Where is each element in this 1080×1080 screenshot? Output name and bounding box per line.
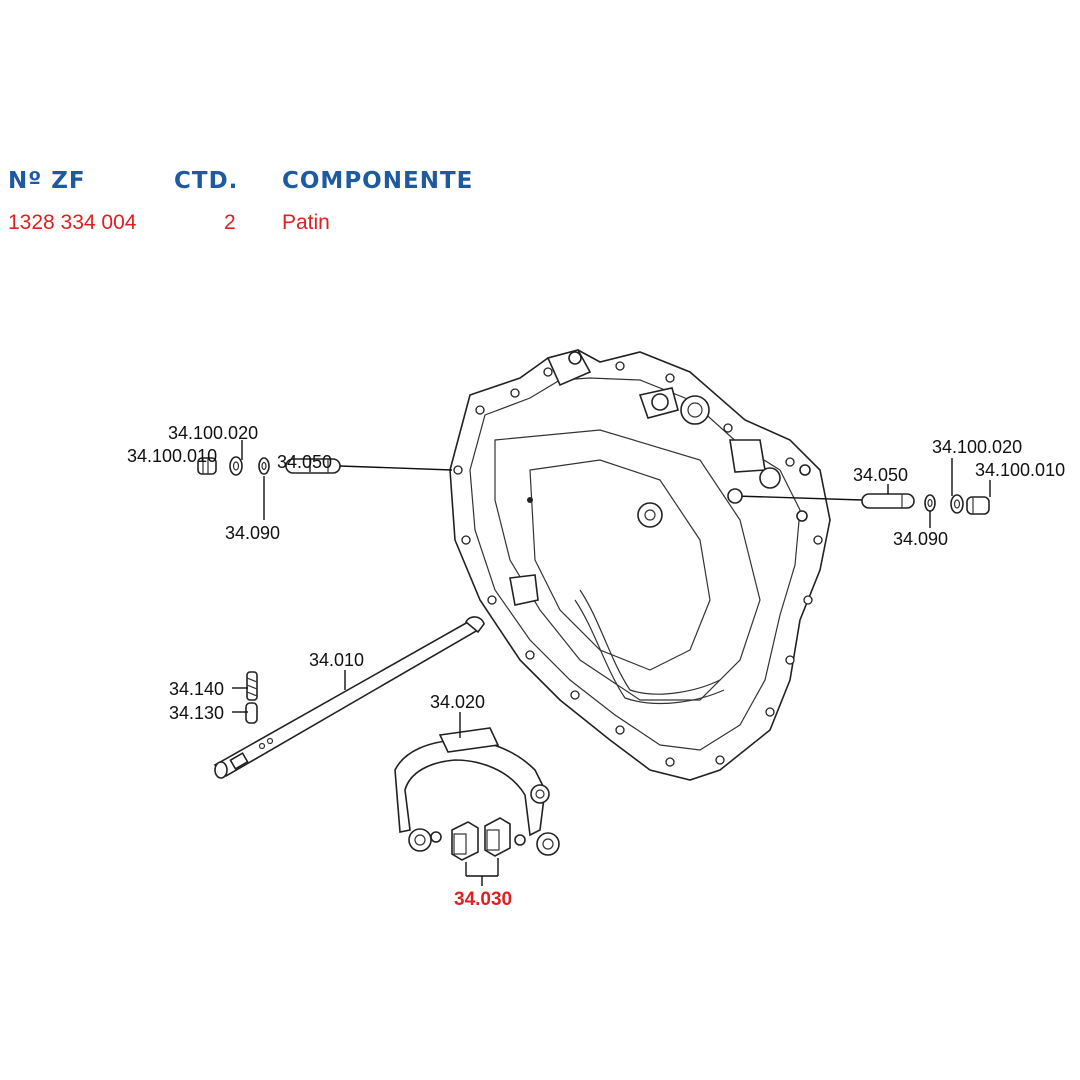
callout-left-34-090: 34.090 — [225, 523, 280, 543]
callout-pin-34-140: 34.140 — [169, 679, 224, 699]
housing-bore — [727, 488, 743, 504]
shift-fork-34-020 — [394, 727, 560, 856]
right-assembly-line — [734, 495, 863, 501]
quantity-value: 2 — [224, 211, 236, 234]
left-plug-34-100-010 — [197, 457, 217, 475]
part-number-value: 1328 334 004 — [8, 211, 137, 234]
callout-left-34-100-010: 34.100.010 — [127, 446, 217, 466]
callout-left-34-050: 34.050 — [277, 452, 332, 472]
right-ring-34-100-020 — [950, 494, 964, 514]
callout-pin-34-130: 34.130 — [169, 703, 224, 723]
callout-right-34-100-010: 34.100.010 — [975, 460, 1065, 480]
callout-left-34-100-020: 34.100.020 — [168, 423, 258, 443]
right-plug-34-100-010 — [966, 496, 990, 515]
spring-pin-34-140 — [246, 671, 258, 701]
left-washer-34-090 — [258, 457, 270, 475]
callout-right-34-050: 34.050 — [853, 465, 908, 485]
callout-pads-34-030-highlighted: 34.030 — [454, 889, 512, 910]
callout-right-34-100-020: 34.100.020 — [932, 437, 1022, 457]
pin-34-130 — [245, 702, 258, 724]
transmission-housing — [449, 349, 831, 781]
sliding-pads-34-030 — [430, 817, 526, 861]
column-header-quantity: CTD. — [174, 168, 239, 194]
shift-shaft-34-010 — [213, 616, 485, 779]
right-washer-34-090 — [924, 494, 936, 512]
column-header-part-number: Nº ZF — [8, 168, 86, 194]
callout-fork-34-020: 34.020 — [430, 692, 485, 712]
callout-right-34-090: 34.090 — [893, 529, 948, 549]
left-assembly-line — [339, 465, 453, 471]
component-name-value: Patin — [282, 211, 330, 234]
right-pin-34-050 — [861, 493, 915, 509]
column-header-component: COMPONENTE — [282, 168, 474, 194]
leader-lines — [232, 440, 991, 886]
left-ring-34-100-020 — [229, 456, 243, 476]
callout-shaft-34-010: 34.010 — [309, 650, 364, 670]
